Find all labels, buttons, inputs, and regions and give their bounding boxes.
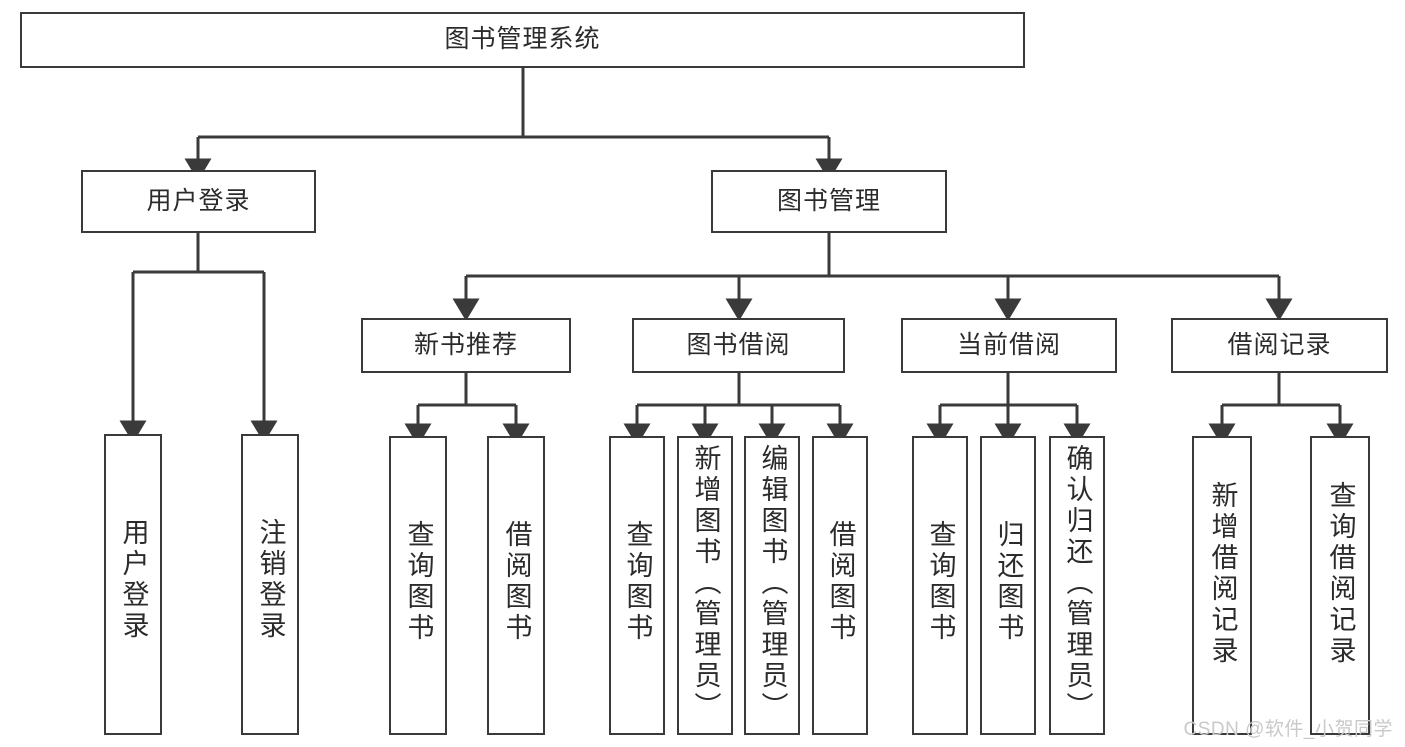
leaf-new-book-borrow-label: 借阅图书 — [501, 520, 532, 644]
node-root[interactable]: 图书管理系统 — [20, 12, 1025, 68]
leaf-new-book-query[interactable]: 查询图书 — [389, 436, 447, 735]
leaf-return-book[interactable]: 归还图书 — [980, 436, 1036, 735]
watermark: CSDN @软件_小贺同学 — [1183, 719, 1393, 740]
leaf-add-book-admin-label: 新增图书（管理员） — [690, 444, 721, 723]
leaf-confirm-return-admin[interactable]: 确认归还（管理员） — [1049, 436, 1105, 735]
node-root-label: 图书管理系统 — [444, 25, 601, 54]
leaf-logout-label: 注销登录 — [255, 518, 286, 642]
leaf-borrow-book-label: 借阅图书 — [825, 520, 856, 644]
node-book-management[interactable]: 图书管理 — [711, 170, 947, 233]
leaf-user-login[interactable]: 用户登录 — [104, 434, 162, 735]
node-current-borrow-label: 当前借阅 — [956, 330, 1061, 359]
leaf-query-borrow-record-label: 查询借阅记录 — [1325, 481, 1356, 667]
node-book-borrow[interactable]: 图书借阅 — [632, 318, 845, 373]
leaf-add-book-admin[interactable]: 新增图书（管理员） — [677, 436, 733, 735]
node-borrow-record-label: 借阅记录 — [1227, 330, 1332, 359]
leaf-add-borrow-record[interactable]: 新增借阅记录 — [1192, 436, 1252, 735]
node-borrow-record[interactable]: 借阅记录 — [1171, 318, 1388, 373]
leaf-new-book-borrow[interactable]: 借阅图书 — [487, 436, 545, 735]
node-new-book-recommend-label: 新书推荐 — [413, 330, 518, 359]
leaf-confirm-return-admin-label: 确认归还（管理员） — [1062, 444, 1093, 723]
node-new-book-recommend[interactable]: 新书推荐 — [361, 318, 571, 373]
node-current-borrow[interactable]: 当前借阅 — [901, 318, 1117, 373]
node-book-borrow-label: 图书借阅 — [686, 330, 791, 359]
leaf-borrow-query-book-label: 查询图书 — [622, 520, 653, 644]
node-book-management-label: 图书管理 — [776, 186, 881, 215]
leaf-query-borrow-record[interactable]: 查询借阅记录 — [1310, 436, 1370, 735]
leaf-user-login-label: 用户登录 — [118, 518, 149, 642]
node-user-login[interactable]: 用户登录 — [81, 170, 316, 233]
leaf-current-query-book-label: 查询图书 — [925, 520, 956, 644]
leaf-edit-book-admin[interactable]: 编辑图书（管理员） — [744, 436, 800, 735]
leaf-return-book-label: 归还图书 — [993, 520, 1024, 644]
leaf-new-book-query-label: 查询图书 — [403, 520, 434, 644]
leaf-add-borrow-record-label: 新增借阅记录 — [1207, 481, 1238, 667]
leaf-edit-book-admin-label: 编辑图书（管理员） — [757, 444, 788, 723]
node-user-login-label: 用户登录 — [146, 186, 251, 215]
leaf-borrow-book[interactable]: 借阅图书 — [812, 436, 868, 735]
leaf-borrow-query-book[interactable]: 查询图书 — [609, 436, 665, 735]
leaf-current-query-book[interactable]: 查询图书 — [912, 436, 968, 735]
leaf-logout[interactable]: 注销登录 — [241, 434, 299, 735]
